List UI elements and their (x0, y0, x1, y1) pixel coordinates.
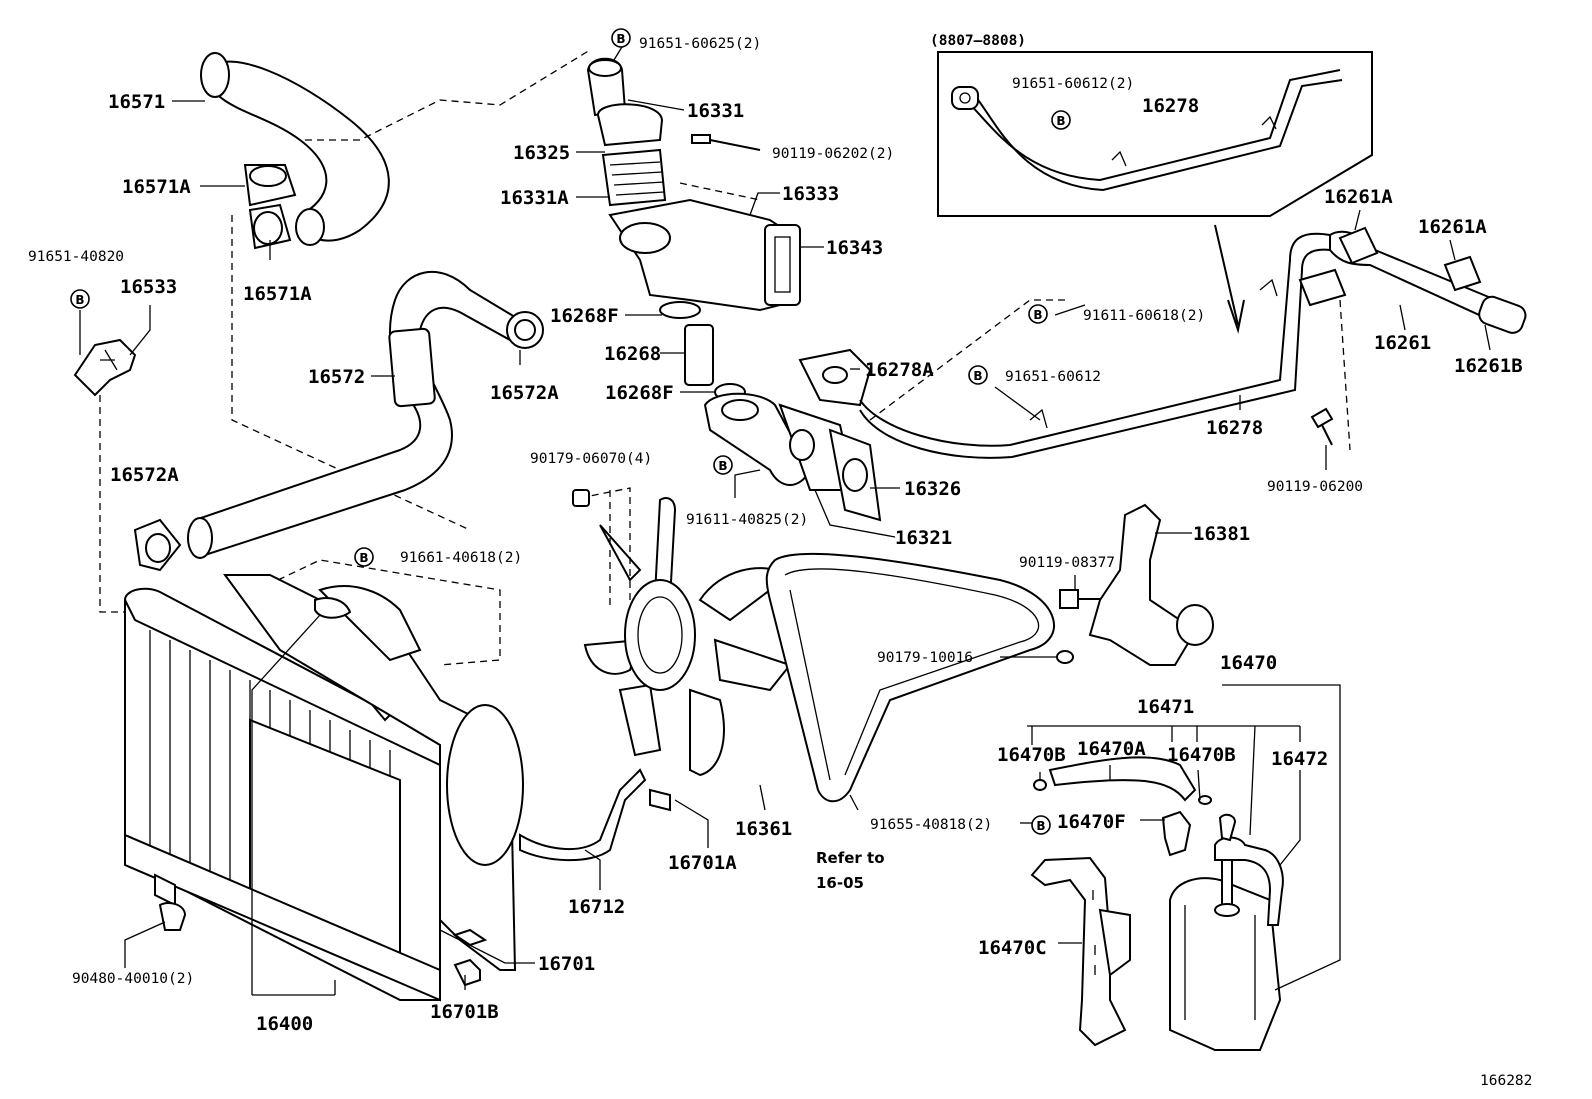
label-91611-40825: 91611-40825(2) (686, 512, 808, 528)
label-16278A: 16278A (865, 359, 934, 381)
bolt-marker: B (713, 455, 733, 475)
label-16572: 16572 (308, 366, 365, 388)
radiator-16400 (123, 587, 441, 1002)
label-16470B: 16470B (997, 744, 1066, 766)
reservoir-16470 (1033, 756, 1284, 1051)
label-91651-60612-inset: 91651-60612(2) (1012, 76, 1134, 92)
bolt-marker: B (354, 547, 374, 567)
label-91655-40818: 91655-40818(2) (870, 817, 992, 833)
label-16533: 16533 (120, 276, 177, 298)
label-16361: 16361 (735, 818, 792, 840)
inset-range-label: (8807–8808) (930, 33, 1026, 49)
bracket-16533 (73, 338, 137, 397)
svg-text:B: B (616, 32, 625, 46)
label-16712: 16712 (568, 896, 625, 918)
label-16701A: 16701A (668, 852, 737, 874)
label-91611-60618: 91611-60618(2) (1083, 308, 1205, 324)
label-90119-06202: 90119-06202(2) (772, 146, 894, 162)
label-16571: 16571 (108, 91, 165, 113)
label-16333: 16333 (782, 183, 839, 205)
label-90480-40010: 90480-40010(2) (72, 971, 194, 987)
leader-lines (79, 36, 1491, 996)
refer-note: Refer to (816, 849, 885, 867)
label-16325: 16325 (513, 142, 570, 164)
label-91651-40820: 91651-40820 (28, 249, 124, 265)
bolt-marker: B (611, 28, 631, 48)
fan-shroud (158, 574, 671, 987)
svg-text:B: B (1056, 114, 1065, 128)
label-16701: 16701 (538, 953, 595, 975)
label-16470A: 16470A (1077, 738, 1146, 760)
bolt-marker: B (968, 365, 988, 385)
label-16400: 16400 (256, 1013, 313, 1035)
water-outlet (703, 392, 882, 522)
svg-text:B: B (718, 459, 727, 473)
svg-text:B: B (1036, 819, 1045, 833)
bracket-16381 (1056, 503, 1214, 666)
label-16381: 16381 (1193, 523, 1250, 545)
hose-16572 (133, 271, 544, 572)
label-16471: 16471 (1137, 696, 1194, 718)
label-16261: 16261 (1374, 332, 1431, 354)
label-90119-06200: 90119-06200 (1267, 479, 1363, 495)
inset-box (937, 51, 1373, 217)
label-16268: 16268 (604, 343, 661, 365)
label-16326: 16326 (904, 478, 961, 500)
label-16268F: 16268F (550, 305, 619, 327)
label-16470F: 16470F (1057, 811, 1126, 833)
svg-text:B: B (75, 293, 84, 307)
bolt-marker: B (1028, 304, 1048, 324)
refer-note: 16-05 (816, 874, 864, 892)
label-16571A: 16571A (122, 176, 191, 198)
belt (765, 552, 1055, 803)
svg-text:B: B (973, 369, 982, 383)
bolt-marker: B (1031, 815, 1051, 835)
bracket-16470C (1030, 856, 1131, 1047)
label-16572A: 16572A (110, 464, 179, 486)
label-16331A: 16331A (500, 187, 569, 209)
label-90179-10016: 90179-10016 (877, 650, 973, 666)
label-90119-08377: 90119-08377 (1019, 555, 1115, 571)
label-91651-60612: 91651-60612 (1005, 369, 1101, 385)
label-16261A: 16261A (1418, 216, 1487, 238)
label-16572A: 16572A (490, 382, 559, 404)
label-16571A: 16571A (243, 283, 312, 305)
label-16278: 16278 (1206, 417, 1263, 439)
label-16321: 16321 (895, 527, 952, 549)
label-16331: 16331 (687, 100, 744, 122)
label-91651-60625: 91651-60625(2) (639, 36, 761, 52)
pipe-16278 (798, 226, 1527, 459)
label-16472: 16472 (1271, 748, 1328, 770)
svg-text:B: B (359, 551, 368, 565)
label-16268F: 16268F (605, 382, 674, 404)
label-16470B: 16470B (1167, 744, 1236, 766)
fan-16361 (583, 497, 792, 777)
label-16470: 16470 (1220, 652, 1277, 674)
figure-number: 166282 (1480, 1073, 1532, 1089)
label-16261A: 16261A (1324, 186, 1393, 208)
label-90179-06070: 90179-06070(4) (530, 451, 652, 467)
hose-16571 (200, 52, 390, 250)
label-91661-40618: 91661-40618(2) (400, 550, 522, 566)
label-16701B: 16701B (430, 1001, 499, 1023)
bolt-marker: B (1051, 110, 1071, 130)
label-16343: 16343 (826, 237, 883, 259)
svg-text:B: B (1033, 308, 1042, 322)
label-16261B: 16261B (1454, 355, 1523, 377)
bolt-marker: B (70, 289, 90, 309)
label-16278-inset: 16278 (1142, 95, 1199, 117)
label-16470C: 16470C (978, 937, 1047, 959)
